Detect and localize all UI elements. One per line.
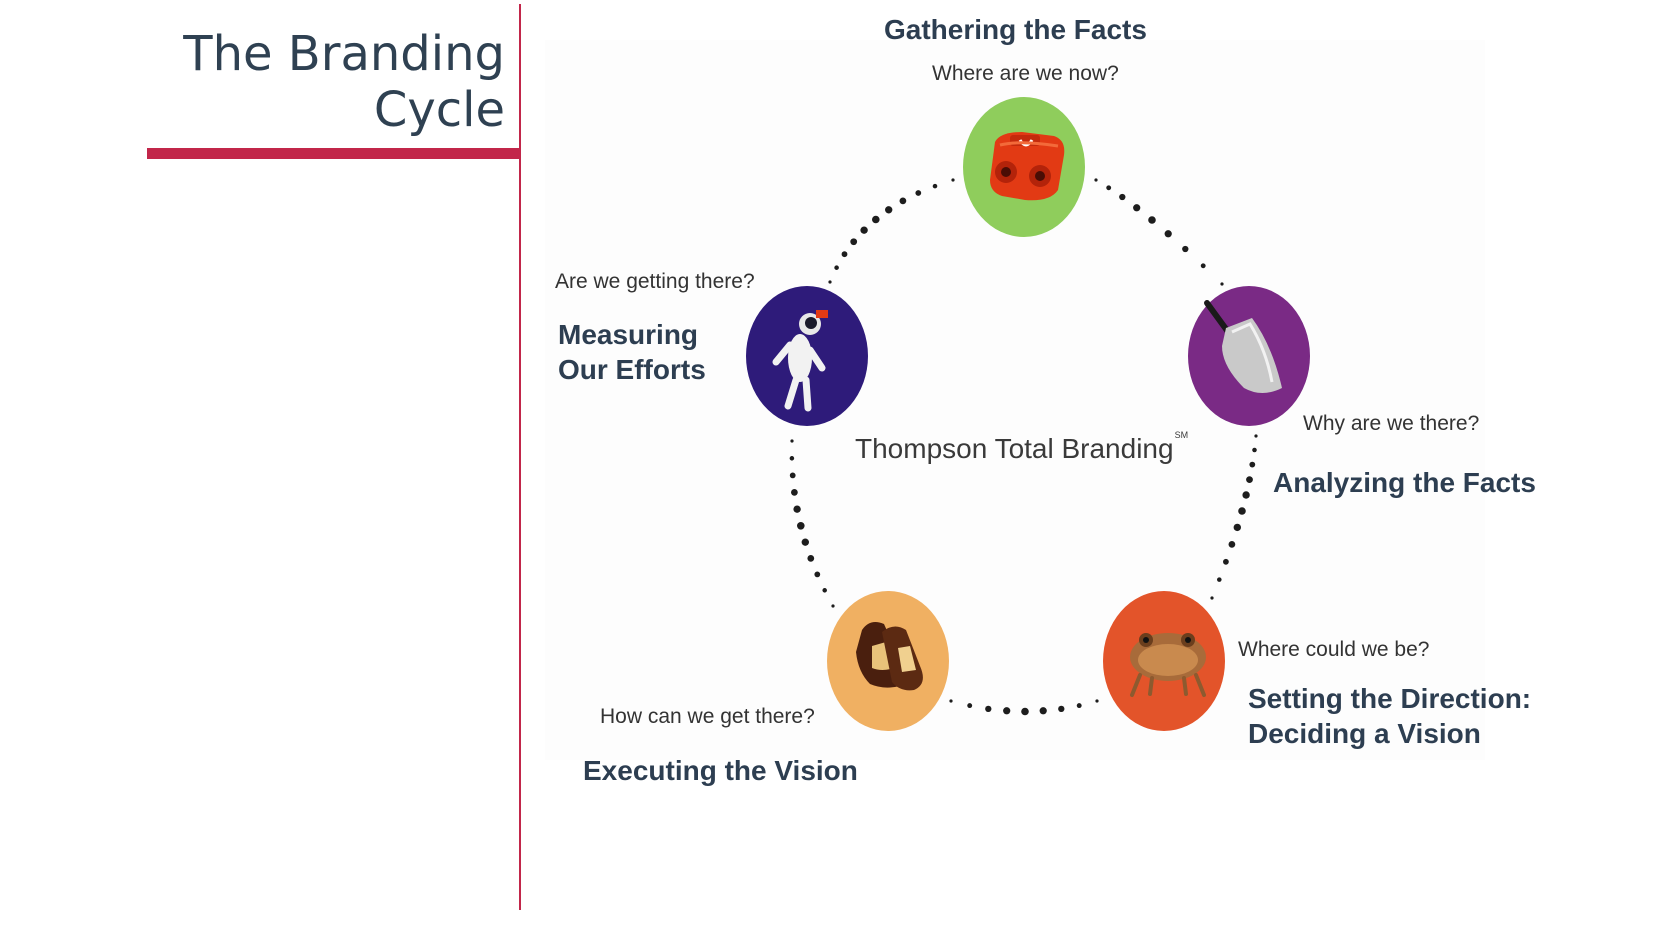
cycle-dot xyxy=(789,456,795,461)
stage-analyzing-node xyxy=(1188,286,1310,426)
cycle-dot xyxy=(1242,491,1250,499)
stage-analyzing-title: Analyzing the Facts xyxy=(1273,467,1536,498)
cycle-dot xyxy=(1095,699,1099,703)
cycle-dot xyxy=(1252,447,1257,453)
slide-title-line2: Cycle xyxy=(373,82,505,138)
cycle-dot xyxy=(814,571,821,578)
stage-gathering-node xyxy=(963,97,1085,237)
stage-executing-title: Executing the Vision xyxy=(583,755,858,786)
cycle-dot xyxy=(1233,523,1241,532)
stage-direction-node xyxy=(1103,591,1225,731)
stage-direction-title-line2: Deciding a Vision xyxy=(1248,718,1481,749)
vertical-divider xyxy=(519,4,521,910)
stage-measuring-title: Measuring Our Efforts xyxy=(558,317,706,387)
stage-direction-title: Setting the Direction: Deciding a Vision xyxy=(1248,681,1531,751)
center-label: Thompson Total BrandingSM xyxy=(855,430,1188,465)
cycle-dot xyxy=(1220,282,1224,286)
cycle-dot xyxy=(822,588,827,593)
stage-measuring-title-line1: Measuring xyxy=(558,319,699,350)
cycle-dot xyxy=(828,280,832,284)
stage-direction-question: Where could we be? xyxy=(1238,638,1430,661)
stage-gathering-title: Gathering the Facts xyxy=(884,14,1147,45)
stage-executing-node xyxy=(827,591,949,731)
shovel-icon xyxy=(1204,300,1282,393)
cycle-dot xyxy=(1249,461,1256,468)
cycle-dot xyxy=(915,190,922,196)
cycle-dotted-path xyxy=(789,178,1258,716)
view-master-icon xyxy=(990,132,1065,201)
slide-title: The Branding Cycle xyxy=(85,26,505,138)
cycle-dot xyxy=(1148,216,1156,224)
cycle-dot xyxy=(793,505,801,513)
cycle-dot xyxy=(899,197,907,205)
cycle-dot xyxy=(860,226,868,234)
cycle-dot xyxy=(801,538,809,546)
cycle-dot xyxy=(1106,185,1112,191)
cycle-dot xyxy=(1228,541,1236,548)
cycle-dot xyxy=(1119,193,1126,201)
cycle-dot xyxy=(850,238,858,246)
cycle-dot xyxy=(1238,507,1246,515)
cycle-dot xyxy=(1210,596,1214,600)
cycle-dot xyxy=(932,183,938,189)
cycle-dot xyxy=(1058,705,1065,713)
stage-analyzing-question: Why are we there? xyxy=(1303,412,1480,435)
cycle-dot xyxy=(985,705,992,713)
cycle-dot xyxy=(834,265,839,270)
stage-gathering-question: Where are we now? xyxy=(932,62,1119,85)
cycle-dot xyxy=(807,555,815,562)
cycle-dot xyxy=(1182,245,1189,253)
cycle-dot xyxy=(1217,577,1222,582)
cycle-dot xyxy=(951,178,955,182)
stage-measuring-question: Are we getting there? xyxy=(555,270,755,293)
slide-title-line1: The Branding xyxy=(183,26,505,82)
cycle-dot xyxy=(967,703,973,709)
cycle-dot xyxy=(1076,703,1082,709)
cycle-dot xyxy=(1246,476,1253,483)
cycle-dot xyxy=(872,215,880,224)
cycle-dot xyxy=(1094,178,1098,182)
cycle-dot xyxy=(1223,558,1229,565)
cycle-dot xyxy=(1164,230,1172,238)
cycle-dot xyxy=(789,472,796,479)
cycle-dot xyxy=(1003,707,1011,715)
cycle-dot xyxy=(790,439,794,443)
shoes-icon xyxy=(856,622,923,691)
stage-direction-title-line1: Setting the Direction: xyxy=(1248,683,1532,714)
stage-executing-question: How can we get there? xyxy=(600,705,815,728)
cycle-dot xyxy=(1133,204,1141,212)
cycle-dot xyxy=(1254,434,1258,438)
cycle-dot xyxy=(885,206,893,214)
service-mark: SM xyxy=(1174,430,1189,440)
frog-icon xyxy=(1130,633,1206,697)
stage-measuring-title-line2: Our Efforts xyxy=(558,354,706,385)
cycle-dot xyxy=(1039,707,1047,715)
stage-measuring-node xyxy=(746,286,868,426)
cycle-dot xyxy=(949,699,953,703)
title-underline-bar xyxy=(147,148,520,159)
cycle-dot xyxy=(1021,707,1029,716)
cycle-dot xyxy=(797,522,805,530)
center-label-text: Thompson Total Branding xyxy=(855,433,1174,464)
cycle-dot xyxy=(1200,263,1206,269)
astronaut-icon xyxy=(772,310,828,412)
cycle-dot xyxy=(841,251,848,258)
cycle-dot xyxy=(831,604,835,608)
cycle-dot xyxy=(791,489,798,496)
